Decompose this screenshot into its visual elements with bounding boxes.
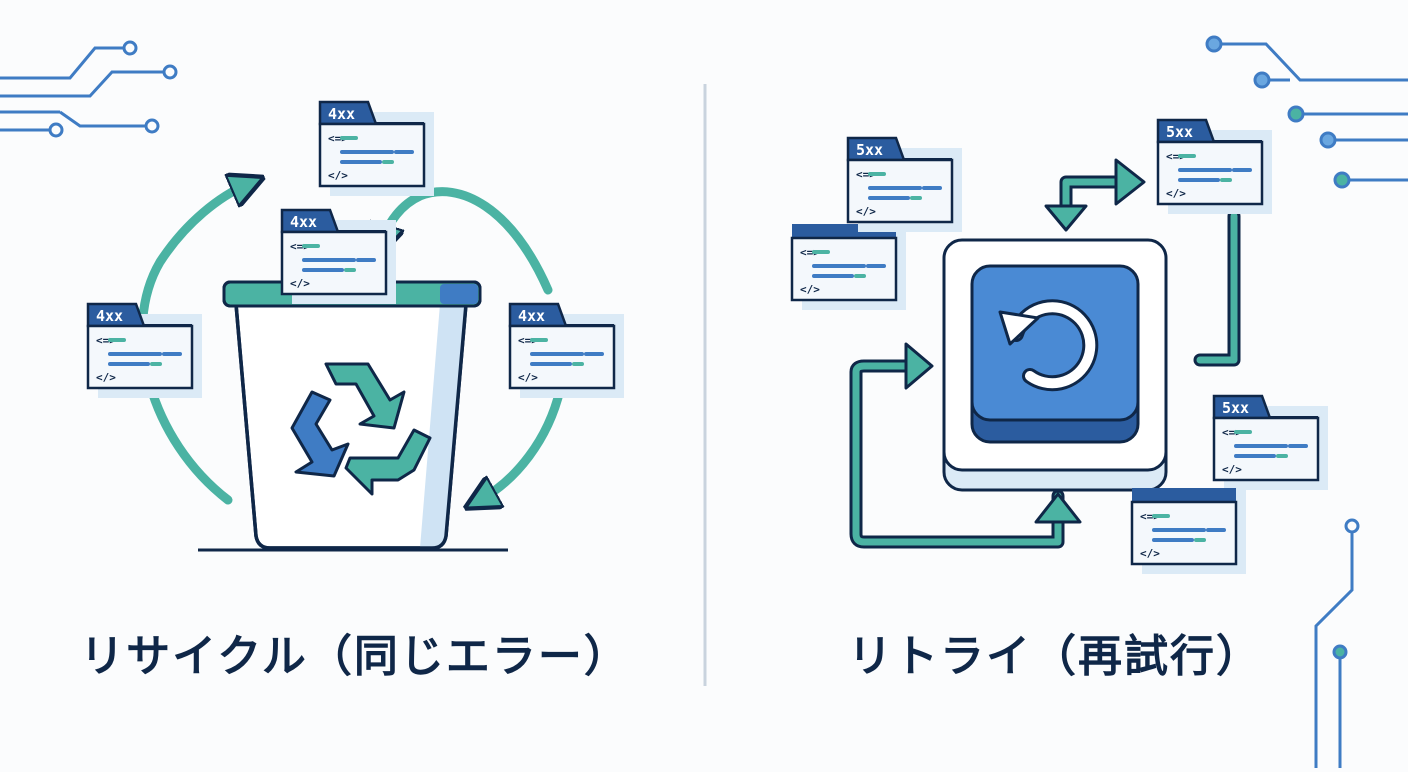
error-card: 5xx <=> </>: [846, 136, 962, 232]
error-card: <=> </>: [1130, 488, 1246, 574]
error-card: <=> </>: [790, 224, 906, 310]
retry-paths: [849, 175, 1241, 549]
code-close-tag: </>: [290, 277, 310, 290]
caption-retry: リトライ（再試行）: [848, 631, 1262, 682]
code-close-tag: </>: [96, 371, 116, 384]
error-card: 4xx <=> </>: [318, 100, 434, 196]
code-close-tag: </>: [856, 205, 876, 218]
code-open-tag: <=>: [1140, 510, 1160, 523]
recycle-icon: [290, 362, 432, 496]
code-open-tag: <=>: [800, 246, 820, 259]
retry-button-frame: [942, 238, 1168, 492]
code-open-tag: <=>: [518, 334, 538, 347]
code-close-tag: </>: [800, 283, 820, 296]
code-open-tag: <=>: [1222, 426, 1242, 439]
error-card: 5xx <=> </>: [1156, 118, 1272, 214]
error-card: 4xx <=> </>: [86, 302, 202, 398]
code-close-tag: </>: [328, 169, 348, 182]
code-close-tag: </>: [518, 371, 538, 384]
circuit-lines-bottom-right: [1314, 518, 1360, 768]
code-close-tag: </>: [1222, 463, 1242, 476]
caption-recycle: リサイクル（同じエラー）: [80, 631, 630, 682]
error-code-label: 5xx: [856, 141, 883, 159]
code-open-tag: <=>: [96, 334, 116, 347]
code-open-tag: <=>: [290, 240, 310, 253]
error-code-label: 4xx: [96, 307, 123, 325]
code-open-tag: <=>: [1166, 150, 1186, 163]
code-open-tag: <=>: [856, 168, 876, 181]
circuit-lines-top-left: [0, 40, 178, 138]
error-code-label: 4xx: [518, 307, 545, 325]
code-close-tag: </>: [1166, 187, 1186, 200]
error-card: 4xx <=> </>: [280, 208, 396, 304]
error-code-label: 5xx: [1222, 399, 1249, 417]
trash-bin: [198, 280, 508, 552]
error-code-label: 5xx: [1166, 123, 1193, 141]
left-error-cards: 4xx <=> </> 4xx <=> </> 4xx <=> </> 4xx <=> </>: [86, 100, 624, 398]
error-code-label: 4xx: [290, 213, 317, 231]
refresh-icon: [998, 299, 1099, 392]
cycle-arrows: [137, 184, 565, 500]
error-card: 5xx <=> </>: [1212, 394, 1328, 490]
right-error-cards: <=> </> 5xx <=> </> 5xx <=> </> 5xx <=> </> <=> </>: [790, 118, 1328, 574]
retry-arrowheads: [904, 158, 1146, 524]
code-close-tag: </>: [1140, 547, 1160, 560]
code-open-tag: <=>: [328, 132, 348, 145]
error-card: 4xx <=> </>: [508, 302, 624, 398]
error-code-label: 4xx: [328, 105, 355, 123]
circuit-lines-top-right: [1205, 35, 1408, 189]
